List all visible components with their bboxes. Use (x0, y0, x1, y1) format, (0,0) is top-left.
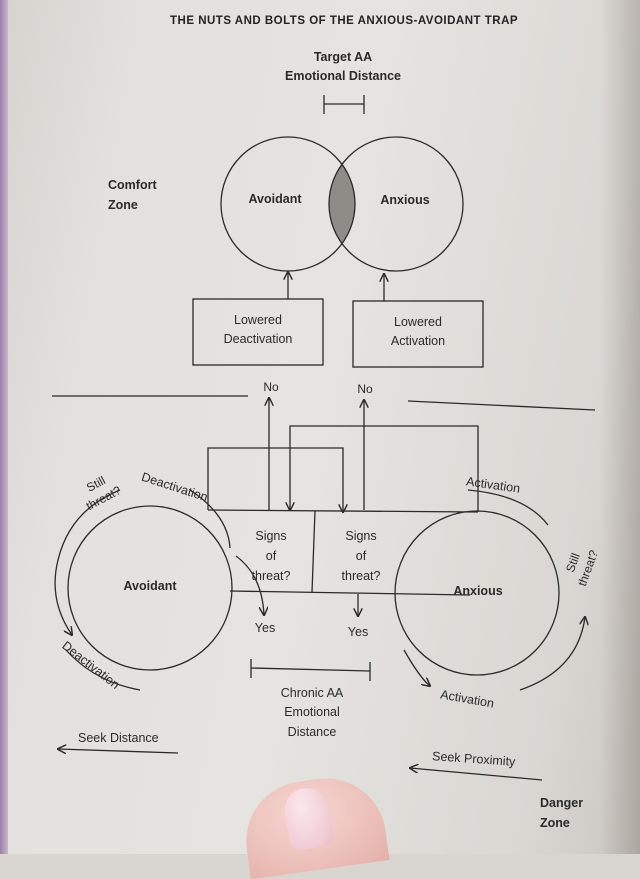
anxious-bottom-circle (394, 510, 560, 676)
no-left-label: No (263, 380, 279, 394)
book-page (0, 0, 640, 854)
lowered-deactivation-line1: Lowered (234, 313, 282, 327)
divider-right (407, 400, 596, 411)
signs-of-threat-right: Signs of threat? (330, 526, 392, 586)
anxious-top-label: Anxious (380, 193, 430, 207)
danger-zone-label: Danger Zone (540, 793, 583, 833)
anxious-top-circle (328, 136, 464, 272)
lowered-deactivation-line2: Deactivation (223, 332, 293, 347)
chronic-distance-bracket (250, 667, 371, 672)
chronic-line3: Distance (287, 724, 337, 739)
signs-left-line3: threat? (251, 569, 291, 583)
avoidant-bottom-circle (67, 505, 233, 671)
seek-distance-label: Seek Distance (78, 731, 159, 745)
lowered-activation-box (352, 300, 484, 368)
lowered-deactivation-label: Lowered Deactivation (193, 311, 323, 350)
lowered-activation-line2: Activation (390, 334, 446, 349)
no-right-label: No (357, 382, 373, 396)
yes-left-label: Yes (254, 621, 276, 635)
comfort-zone-line1: Comfort (108, 178, 157, 192)
signs-left-line1: Signs (255, 529, 287, 543)
book-spine (0, 0, 8, 854)
signs-of-threat-left: Signs of threat? (240, 526, 302, 586)
signs-right-line1: Signs (345, 529, 377, 543)
seek-proximity-arrow (410, 768, 543, 781)
danger-zone-line2: Zone (540, 816, 570, 830)
yes-right-label: Yes (347, 625, 369, 639)
signs-right-line3: threat? (341, 569, 381, 583)
page-edge-shadow (600, 0, 640, 854)
signs-left-line2: of (265, 549, 277, 563)
chronic-distance-label: Chronic AA Emotional Distance (262, 684, 362, 742)
comfort-zone-line2: Zone (108, 198, 138, 212)
signs-right-line2: of (355, 549, 367, 563)
target-distance-line1: Target AA (313, 50, 373, 64)
avoidant-top-circle (220, 136, 356, 272)
avoidant-top-label: Avoidant (248, 192, 302, 206)
lowered-deactivation-box (192, 298, 324, 366)
target-distance-line2: Emotional Distance (285, 69, 401, 84)
danger-zone-line1: Danger (540, 796, 584, 810)
target-distance-label: Target AA Emotional Distance (278, 48, 408, 87)
lowered-activation-label: Lowered Activation (353, 313, 483, 352)
anxious-bottom-label: Anxious (453, 584, 503, 598)
chronic-line1: Chronic AA (280, 686, 344, 700)
lowered-activation-line1: Lowered (394, 315, 442, 329)
page-header: THE NUTS AND BOLTS OF THE ANXIOUS-AVOIDA… (170, 15, 519, 27)
diagram-lines (52, 95, 596, 781)
comfort-zone-label: Comfort Zone (108, 175, 157, 215)
avoidant-bottom-label: Avoidant (123, 579, 177, 593)
seek-distance-arrow (58, 749, 179, 753)
chronic-line2: Emotional (284, 705, 340, 720)
signs-boxes (207, 509, 479, 513)
